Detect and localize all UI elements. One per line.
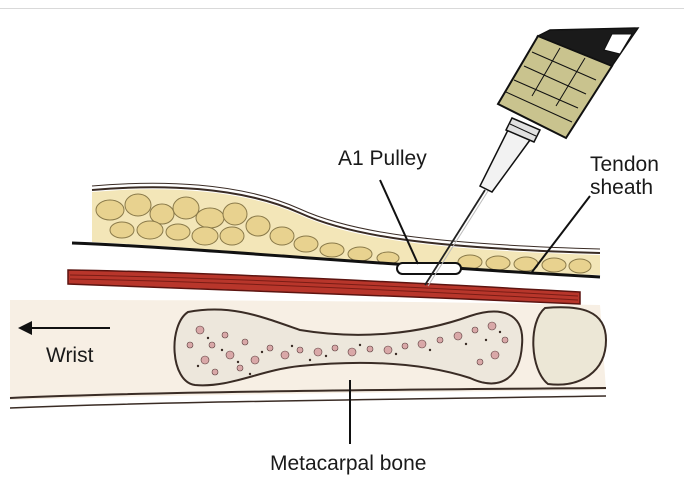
tendon-sheath-label-line2: sheath bbox=[590, 176, 659, 199]
wrist-label: Wrist bbox=[46, 344, 93, 367]
a1-pulley-label: A1 Pulley bbox=[338, 147, 427, 170]
tendon-sheath-label-line1: Tendon bbox=[590, 153, 659, 176]
metacarpal-bone-label: Metacarpal bone bbox=[270, 452, 426, 475]
a1-pulley-capsule bbox=[397, 263, 461, 274]
syringe-hub bbox=[480, 118, 540, 192]
lower-skin-line-2 bbox=[10, 396, 606, 408]
tendon-sheath-label: Tendon sheath bbox=[590, 153, 659, 199]
